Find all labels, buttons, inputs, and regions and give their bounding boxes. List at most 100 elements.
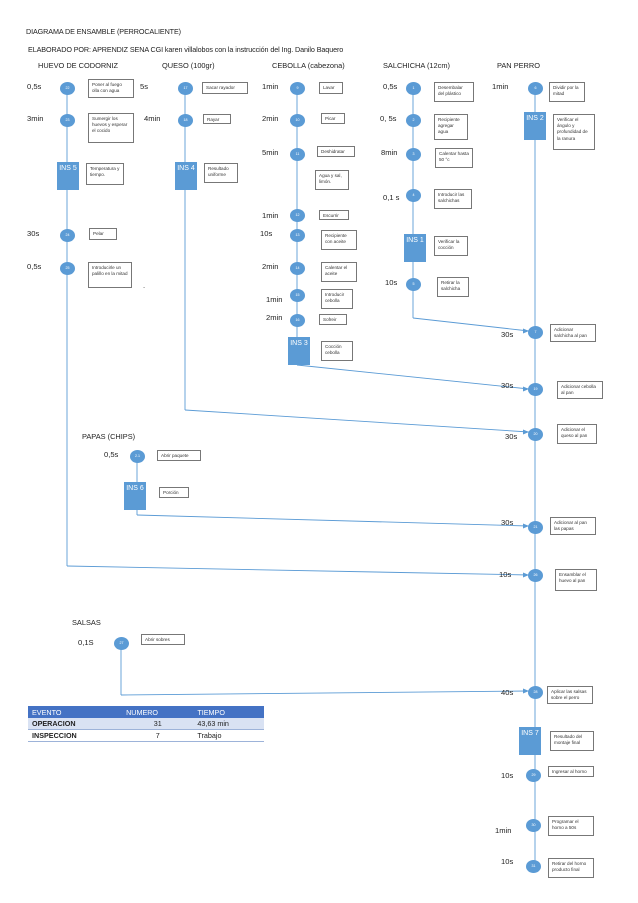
step-box: Programar el horno a 50s [548, 816, 594, 836]
operation-node: 26 [528, 569, 543, 582]
summary-row: INSPECCION 7 Trabajo [28, 729, 264, 742]
step-box: Abrir paquete [157, 450, 201, 461]
summary-cell: Trabajo [193, 729, 264, 742]
step-time: 1min [492, 82, 509, 91]
operation-node: 16 [290, 314, 305, 327]
operation-node: 15 [290, 289, 305, 302]
step-box: Adicionar el queso al pan [557, 424, 597, 444]
step-box: Ingresar al horno [548, 766, 594, 777]
operation-node: 3 [406, 148, 421, 161]
operation-node: 10 [290, 114, 305, 127]
operation-node: 22 [60, 82, 75, 95]
summary-cell: 43,63 min [193, 718, 264, 730]
step-time: 8min [381, 148, 398, 157]
operation-node: 9 [290, 82, 305, 95]
step-time: 30s [501, 330, 514, 339]
column-title-queso: QUESO (100gr) [162, 61, 215, 70]
column-title-pan: PAN PERRO [497, 61, 540, 70]
operation-node: 27 [114, 637, 129, 650]
step-box: Retirar del horno producto final [548, 858, 594, 878]
diagram-title: DIAGRAMA DE ENSAMBLE (PERROCALIENTE) [26, 27, 181, 36]
flow-line [136, 514, 530, 527]
step-time: 30s [505, 432, 518, 441]
summary-header-cell: TIEMPO [193, 706, 264, 718]
step-time: 2min [262, 114, 279, 123]
step-box: Verificar el ángulo y profundidad de la … [553, 114, 595, 150]
operation-node: 2.1 [130, 450, 145, 463]
stray-mark: . [143, 281, 146, 290]
step-time: 10s [499, 570, 512, 579]
step-time: 1min [495, 826, 512, 835]
step-box: Porción [159, 487, 189, 498]
column-title-cebolla: CEBOLLA (cabezona) [272, 61, 345, 70]
step-box: Calentar el aceite [321, 262, 357, 282]
step-box: Resultado uniforme [204, 163, 238, 183]
step-box: Pelar [89, 228, 117, 240]
inspection-box: INS 5 [57, 162, 79, 190]
summary-header-cell: NUMERO [122, 706, 194, 718]
step-time: 30s [501, 381, 514, 390]
step-box: Aplicar las salsas sobre el perro [547, 686, 593, 704]
operation-node: 13 [290, 229, 305, 242]
arrow-head [523, 328, 529, 334]
operation-node: 25 [60, 262, 75, 275]
step-time: 0, 5s [380, 114, 397, 123]
step-box: Adicionar cebolla al pan [557, 381, 603, 399]
step-time: 1min [262, 82, 279, 91]
arrow-head [523, 523, 529, 529]
step-time: 0,5s [104, 450, 119, 459]
operation-node: 24 [60, 229, 75, 242]
flow-line [120, 690, 530, 696]
operation-node: 30 [526, 819, 541, 832]
operation-node: 31 [526, 860, 541, 873]
operation-node: 23 [60, 114, 75, 127]
inspection-box: INS 2 [524, 112, 546, 140]
step-time: 2min [266, 313, 283, 322]
step-box: Recipiente agregar agua [434, 114, 468, 140]
step-box: Cocción cebolla [321, 341, 353, 361]
operation-node: 28 [528, 686, 543, 699]
operation-node: 2 [406, 114, 421, 127]
step-box: Ensamblar el huevo al pan [555, 569, 597, 591]
step-time: 5min [262, 148, 279, 157]
step-time: 10s [260, 229, 273, 238]
step-time: 40s [501, 688, 514, 697]
column-title-huevo: HUEVO DE CODORNIZ [38, 61, 119, 70]
step-box: Calentar hasta 50 °c [435, 148, 473, 168]
arrow-head [523, 386, 529, 392]
step-box: Adicionar salchicha al pan [550, 324, 596, 342]
step-time: 10s [501, 857, 514, 866]
summary-header-row: EVENTO NUMERO TIEMPO [28, 706, 264, 718]
flow-line [184, 409, 530, 433]
step-box: Retirar la salchicha [437, 277, 469, 297]
operation-node: 29 [526, 769, 541, 782]
inspection-box: INS 1 [404, 234, 426, 262]
step-box: Introducirle un palillo en la mitad [88, 262, 132, 288]
flow-line [66, 565, 530, 576]
step-box: Sofreir [319, 314, 347, 325]
step-box: Poner al fuego olla con agua [88, 79, 134, 98]
arrow-head [523, 688, 529, 694]
step-box: Dividir por la mitad [549, 82, 585, 102]
column-title-papas: PAPAS (CHIPS) [82, 432, 136, 441]
step-box: Introducir las salchichas [434, 189, 472, 209]
operation-node: 4 [406, 189, 421, 202]
step-time: 1min [266, 295, 283, 304]
step-box: Deshidratar [317, 146, 355, 157]
step-time: 1min [262, 211, 279, 220]
inspection-box: INS 6 [124, 482, 146, 510]
step-time: 0,5s [27, 82, 42, 91]
arrow-head [523, 429, 529, 435]
column-title-salsas: SALSAS [72, 618, 101, 627]
step-box: Lavar [319, 82, 343, 94]
step-box: Desembalar del plástico [434, 82, 474, 102]
summary-cell: OPERACION [28, 718, 123, 730]
step-time: 2min [262, 262, 279, 271]
flow-line [412, 317, 530, 332]
step-time: 30s [501, 518, 514, 527]
operation-node: 18 [178, 114, 193, 127]
column-title-salchicha: SALCHICHA (12cm) [383, 61, 450, 70]
operation-node: 12 [290, 209, 305, 222]
